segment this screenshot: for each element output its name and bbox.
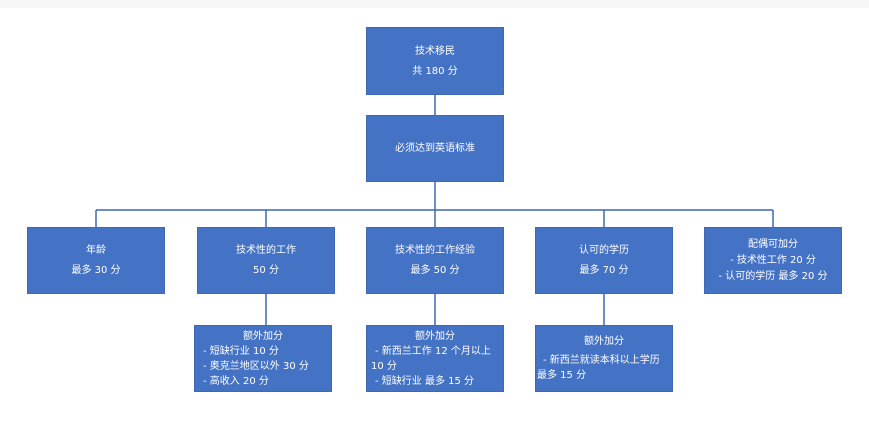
bonus-skilled-job: 额外加分 - 短缺行业 10 分 - 奥克兰地区以外 30 分 - 高收入 20… <box>194 325 332 392</box>
bonus-item: 10 分 <box>371 360 397 372</box>
category-score: 50 分 <box>253 265 279 276</box>
category-title: 技术性的工作 <box>236 245 296 256</box>
bonus-item: 最多 15 分 <box>537 370 587 381</box>
category-work-experience: 技术性的工作经验 最多 50 分 <box>366 227 504 294</box>
category-partner: 配偶可加分 - 技术性工作 20 分 - 认可的学历 最多 20 分 <box>704 227 842 294</box>
root-node: 技术移民 共 180 分 <box>366 27 504 95</box>
top-strip <box>0 0 869 8</box>
category-score: 最多 70 分 <box>579 265 629 276</box>
partner-item: - 技术性工作 20 分 <box>730 254 816 266</box>
category-qualification: 认可的学历 最多 70 分 <box>535 227 673 294</box>
bonus-item: - 短缺行业 10 分 <box>203 345 279 357</box>
bonus-item: - 高收入 20 分 <box>203 375 269 387</box>
root-title: 技术移民 <box>415 45 455 57</box>
category-title: 技术性的工作经验 <box>395 245 475 256</box>
category-title: 配偶可加分 <box>748 238 798 250</box>
partner-item: - 认可的学历 最多 20 分 <box>718 270 828 282</box>
requirement-label: 必须达到英语标准 <box>395 143 475 154</box>
bonus-title: 额外加分 <box>584 336 624 347</box>
category-title: 认可的学历 <box>579 245 629 256</box>
bonus-item: - 短缺行业 最多 15 分 <box>375 375 475 387</box>
category-age: 年龄 最多 30 分 <box>27 227 165 294</box>
bonus-work-experience: 额外加分 - 新西兰工作 12 个月以上 10 分 - 短缺行业 最多 15 分 <box>366 325 504 392</box>
bonus-qualification: 额外加分 - 新西兰就读本科以上学历 最多 15 分 <box>535 325 673 392</box>
bonus-item: - 新西兰就读本科以上学历 <box>543 355 660 366</box>
bonus-item: - 奥克兰地区以外 30 分 <box>203 360 309 372</box>
bonus-title: 额外加分 <box>243 330 283 342</box>
bonus-title: 额外加分 <box>415 330 455 342</box>
category-title: 年龄 <box>86 245 106 256</box>
bonus-item: - 新西兰工作 12 个月以上 <box>375 345 491 357</box>
category-score: 最多 30 分 <box>71 265 121 276</box>
category-score: 最多 50 分 <box>410 265 460 276</box>
root-total: 共 180 分 <box>412 65 458 77</box>
english-requirement-node: 必须达到英语标准 <box>366 115 504 182</box>
category-skilled-job: 技术性的工作 50 分 <box>197 227 335 294</box>
